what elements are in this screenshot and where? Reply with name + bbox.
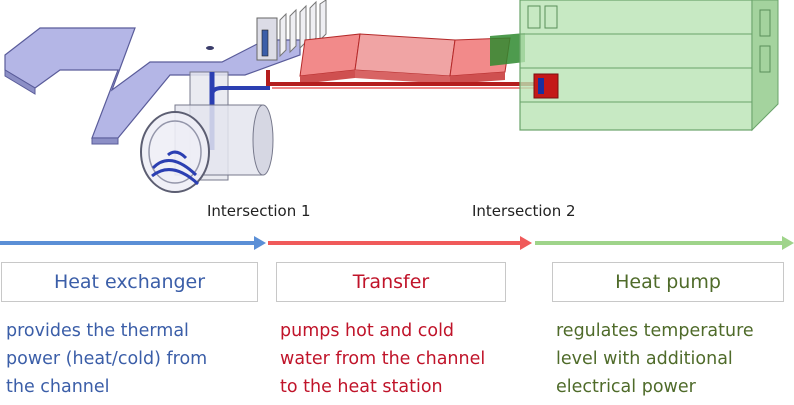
transfer-arrow-shaft — [268, 241, 522, 245]
heat-exchanger-illustration — [4, 0, 327, 193]
heat-pump-arrow-head — [782, 236, 794, 250]
heat-exchanger-arrow-head — [254, 236, 266, 250]
transfer-title-box: Transfer — [276, 262, 506, 302]
heat-exchanger-arrow-shaft — [0, 241, 256, 245]
heat-exchanger-arrow — [0, 236, 266, 250]
heat-pump-illustration — [490, 0, 779, 132]
transfer-arrow — [268, 236, 532, 250]
transfer-title: Transfer — [352, 271, 430, 293]
intersection-1-label: Intersection 1 — [207, 202, 311, 220]
heat-exchanger-title: Heat exchanger — [53, 271, 206, 293]
heat-pump-title: Heat pump — [615, 271, 721, 293]
transfer-description: pumps hot and cold water from the channe… — [280, 321, 486, 397]
system-illustration — [4, 0, 779, 193]
heat-exchanger-title-box: Heat exchanger — [1, 262, 258, 302]
intersection-2-label: Intersection 2 — [472, 202, 576, 220]
heat-exchanger-description: provides the thermal power (heat/cold) f… — [6, 321, 208, 397]
heat-pump-title-box: Heat pump — [552, 262, 784, 302]
transfer-arrow-head — [520, 236, 532, 250]
heat-pump-description: regulates temperature level with additio… — [556, 321, 754, 397]
heat-pump-arrow — [535, 236, 794, 250]
heat-pump-arrow-shaft — [535, 241, 784, 245]
